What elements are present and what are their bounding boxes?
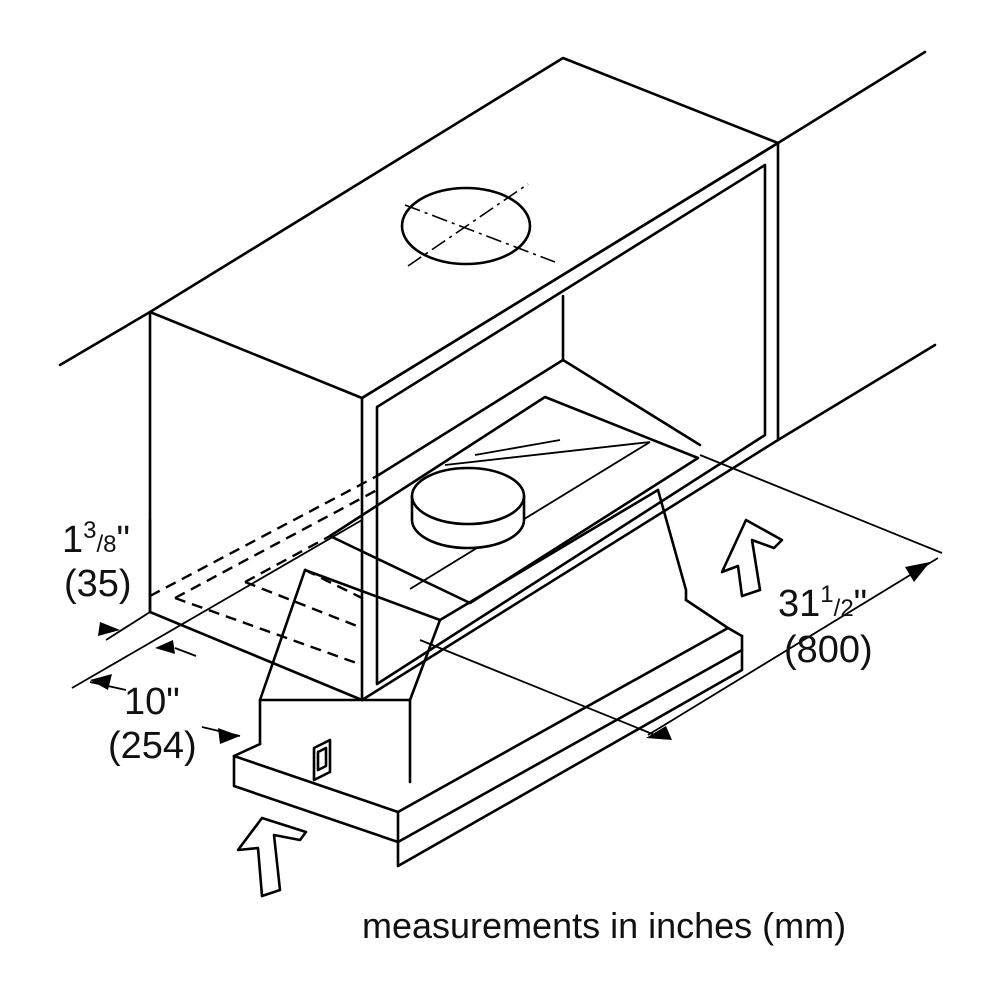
hidden-line-1 bbox=[149, 474, 378, 598]
lip-offset-mm: (35) bbox=[64, 563, 132, 605]
cabinet-inner-floor-edge bbox=[375, 358, 565, 478]
exhaust-collar-rim bbox=[410, 466, 526, 526]
cutout-width-extension-bottom bbox=[419, 639, 656, 736]
airflow-arrow-front-icon bbox=[236, 816, 308, 898]
cutout-width-arrowhead-bottom bbox=[646, 726, 672, 740]
cutout-width-dimension-line bbox=[647, 557, 939, 736]
cabinet-enclosure bbox=[58, 50, 937, 702]
control-switch bbox=[312, 738, 332, 782]
front-setback-mm: (254) bbox=[108, 725, 197, 767]
lip-offset-arrowhead-right bbox=[155, 640, 175, 654]
hidden-line-3 bbox=[174, 596, 363, 667]
dimension-lines bbox=[71, 454, 943, 744]
cabinet-front-frame-inner bbox=[375, 163, 767, 686]
filter-tray-top-edge bbox=[232, 742, 262, 758]
airflow-arrow-rear-icon bbox=[720, 518, 784, 598]
insert-top-plate-seam-2 bbox=[474, 439, 561, 456]
hidden-line-5 bbox=[244, 534, 331, 584]
lip-offset-arrowhead-left bbox=[98, 622, 120, 636]
duct-opening-ellipse bbox=[400, 186, 532, 266]
lip-offset-inches: 13/8" bbox=[62, 517, 130, 561]
cutout-width-inches: 311/2" bbox=[778, 581, 867, 625]
measurement-units-caption: measurements in inches (mm) bbox=[362, 905, 846, 946]
insert-housing-front-slope bbox=[408, 618, 442, 784]
duct-centerline-b bbox=[407, 183, 529, 267]
wall-line-right bbox=[776, 343, 937, 442]
cutout-width-mm: (800) bbox=[784, 629, 873, 671]
filter-tray-long-edge-bottom bbox=[396, 648, 744, 844]
insert-housing-top-edge bbox=[303, 568, 442, 622]
hidden-line-6 bbox=[304, 568, 363, 600]
ceiling-line-right bbox=[776, 50, 927, 145]
cabinet-left-face bbox=[148, 310, 364, 702]
cutout-width-extension-top bbox=[699, 454, 943, 554]
insert-housing-right-ridge bbox=[438, 488, 660, 622]
hood-insert bbox=[232, 395, 744, 868]
cabinet-front-frame-outer bbox=[360, 141, 780, 702]
setback-extension-line bbox=[71, 519, 363, 689]
duct-centerline-a bbox=[404, 204, 556, 263]
filter-tray-inner-edge bbox=[684, 598, 730, 630]
cutout-width-arrowhead-top bbox=[905, 562, 930, 582]
setback-leader-right bbox=[201, 726, 241, 737]
ceiling-line-left bbox=[58, 310, 152, 367]
lip-offset-extension-line bbox=[105, 611, 151, 641]
filter-tray-long-edge-top bbox=[396, 626, 744, 814]
insert-housing-right-side bbox=[656, 488, 688, 602]
lip-offset-leader-right bbox=[174, 647, 197, 657]
control-switch-body bbox=[312, 738, 332, 782]
airflow-arrows bbox=[236, 518, 784, 898]
hidden-line-2 bbox=[174, 488, 378, 600]
exhaust-collar bbox=[410, 466, 526, 550]
filter-tray-lip bbox=[396, 634, 744, 868]
hidden-lines bbox=[149, 474, 378, 667]
dimension-labels: 13/8" (35) 10" (254) 311/2" (800) bbox=[62, 517, 873, 767]
top-duct-opening bbox=[400, 183, 556, 267]
insert-top-plate-seam-1 bbox=[444, 441, 651, 466]
cabinet-inner-back-edge bbox=[561, 294, 702, 447]
insert-top-plate-seam-3 bbox=[409, 441, 651, 590]
control-switch-rocker bbox=[316, 746, 328, 772]
front-setback-inches: 10" bbox=[124, 681, 180, 723]
setback-leader-left bbox=[89, 681, 127, 691]
hidden-line-4 bbox=[244, 580, 363, 630]
